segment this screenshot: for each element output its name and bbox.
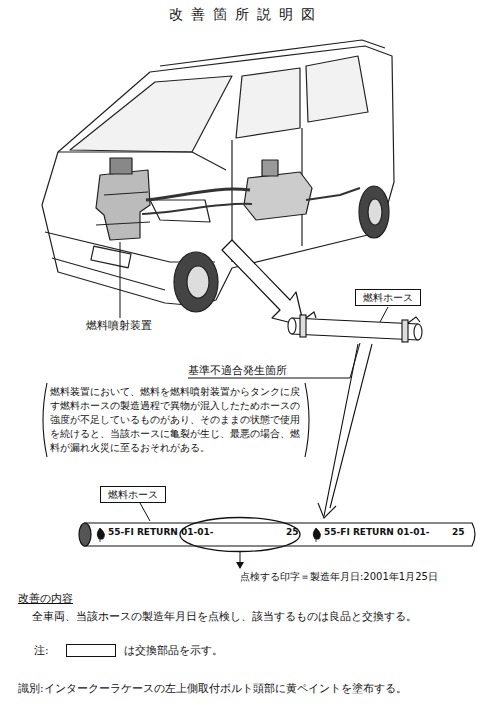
fuel-line <box>306 188 360 200</box>
hood-line <box>58 152 226 170</box>
rear-wheel-hub <box>368 199 382 225</box>
hose-print: 55-FI RETURN 01-01- <box>108 528 214 538</box>
inspection-note: 点検する印字＝製造年月日:2001年1月25日 <box>240 571 438 584</box>
hose-end <box>414 324 422 340</box>
side-window <box>236 68 300 138</box>
callout-note: 燃料装置において、燃料を燃料噴射装置からタンクに戻す燃料ホースの製造過程で異物が… <box>38 382 314 458</box>
part-label-box: 燃料ホース <box>100 486 166 503</box>
section-heading: 改善の内容 <box>18 592 73 605</box>
hose-clamp <box>402 320 408 342</box>
hose-print: 55-FI RETURN 01-01- <box>324 528 430 538</box>
rear-wheel <box>359 186 389 238</box>
defect-location: 基準不適合発生箇所 <box>188 364 287 377</box>
side-window <box>306 56 368 122</box>
callout-text: 燃料装置において、燃料を燃料噴射装置からタンクに戻す燃料ホースの製造過程で異物が… <box>50 385 302 455</box>
injector-part <box>110 158 132 174</box>
windshield <box>70 76 232 152</box>
fuel-line <box>146 189 250 200</box>
fuel-hose <box>292 318 418 340</box>
leader-line <box>380 307 388 322</box>
maker-mark <box>313 528 320 542</box>
plate <box>91 246 131 268</box>
tank-part <box>262 160 278 176</box>
diagram-title: 改善箇所説明図 <box>169 6 323 24</box>
part-name: 燃料噴射装置 <box>86 319 152 332</box>
legend-text: は交換部品を示す。 <box>124 644 223 657</box>
hose-print: 25 <box>452 528 465 538</box>
hose-end <box>288 318 296 334</box>
fuel-injection-unit <box>96 170 150 240</box>
zoom-arrow <box>324 344 372 516</box>
body-text: 全車両、当該ホースの製造年月日を点検し、該当するものは良品と交換する。 <box>32 610 417 623</box>
bracket-line <box>43 383 309 457</box>
leader-line <box>188 343 360 378</box>
hose-print: 25 <box>286 528 299 538</box>
hose-clamp <box>300 315 306 337</box>
fuel-line <box>142 204 252 214</box>
part-name: 燃料ホース <box>363 291 413 304</box>
maker-mark <box>97 528 104 542</box>
leader-line <box>120 242 121 318</box>
zoom-arrowhead <box>318 503 336 518</box>
clamp-tab <box>306 312 420 323</box>
part-name: 燃料ホース <box>108 488 158 501</box>
front-wheel <box>174 252 218 312</box>
front-wheel-hub <box>187 266 209 298</box>
hose-strip <box>84 523 475 546</box>
body-text: 識別:インタークーラケースの左上側取付ボルト頭部に黄ペイントを塗布する。 <box>18 682 407 695</box>
arrowhead <box>236 562 244 569</box>
leader-line <box>140 503 150 521</box>
car-body <box>42 46 394 306</box>
legend-swatch <box>66 644 116 657</box>
fuel-tank <box>244 172 312 220</box>
note-prefix: 注: <box>34 644 49 657</box>
pointer-arrow <box>222 240 304 326</box>
injector-part <box>96 192 150 225</box>
hose-strip-end <box>79 523 91 546</box>
part-label-box: 燃料ホース <box>355 289 421 306</box>
